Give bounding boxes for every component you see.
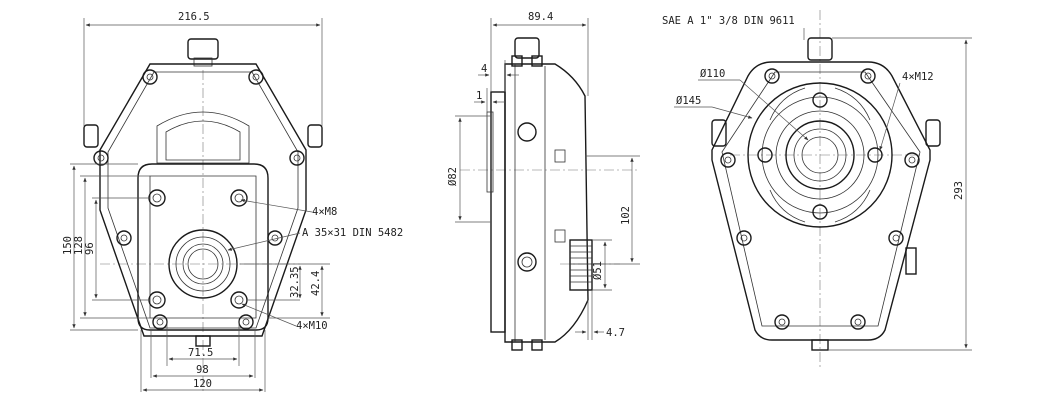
rear-sae-label: SAE A 1" 3/8 DIN 9611 [662, 15, 795, 27]
front-height-96-dimension: 96 [84, 242, 96, 255]
side-dim-1: 1 [476, 90, 482, 102]
side-width-dimension: 89.4 [528, 11, 553, 23]
rear-dia-110: Ø110 [700, 68, 725, 80]
side-dia-82: Ø82 [447, 167, 459, 186]
side-dia-51: Ø51 [592, 261, 604, 280]
side-dim-4: 4 [481, 63, 487, 75]
front-bottom-98: 98 [196, 364, 209, 376]
front-dim-42-4: 42.4 [310, 271, 322, 296]
front-spline-label: A 35×31 DIN 5482 [302, 227, 403, 239]
rear-view: SAE A 1" 3/8 DIN 9611 Ø110 Ø145 4×M12 29… [662, 10, 972, 370]
rear-height-293: 293 [953, 181, 965, 200]
side-view: 89.4 4 1 Ø82 102 Ø51 4.7 [447, 11, 640, 351]
rear-housing-outline [711, 61, 931, 341]
front-view: 216.5 150 128 96 32.35 42.4 4×M8 A 35×31… [62, 11, 403, 392]
front-thread-m10-label: 4×M10 [296, 320, 328, 332]
front-width-dimension: 216.5 [178, 11, 210, 23]
front-height-150-dimension: 150 [62, 236, 74, 255]
front-height-128-dimension: 128 [73, 236, 85, 255]
front-bottom-71-5: 71.5 [188, 347, 213, 359]
side-dim-4-7: 4.7 [606, 327, 625, 339]
side-dim-102: 102 [620, 206, 632, 225]
housing-outline [99, 63, 307, 337]
rear-dia-145: Ø145 [676, 95, 701, 107]
front-thread-m8-label: 4×M8 [312, 206, 337, 218]
front-bottom-120: 120 [193, 378, 212, 390]
front-dim-32-35: 32.35 [289, 266, 301, 298]
rear-thread-m12: 4×M12 [902, 71, 934, 83]
